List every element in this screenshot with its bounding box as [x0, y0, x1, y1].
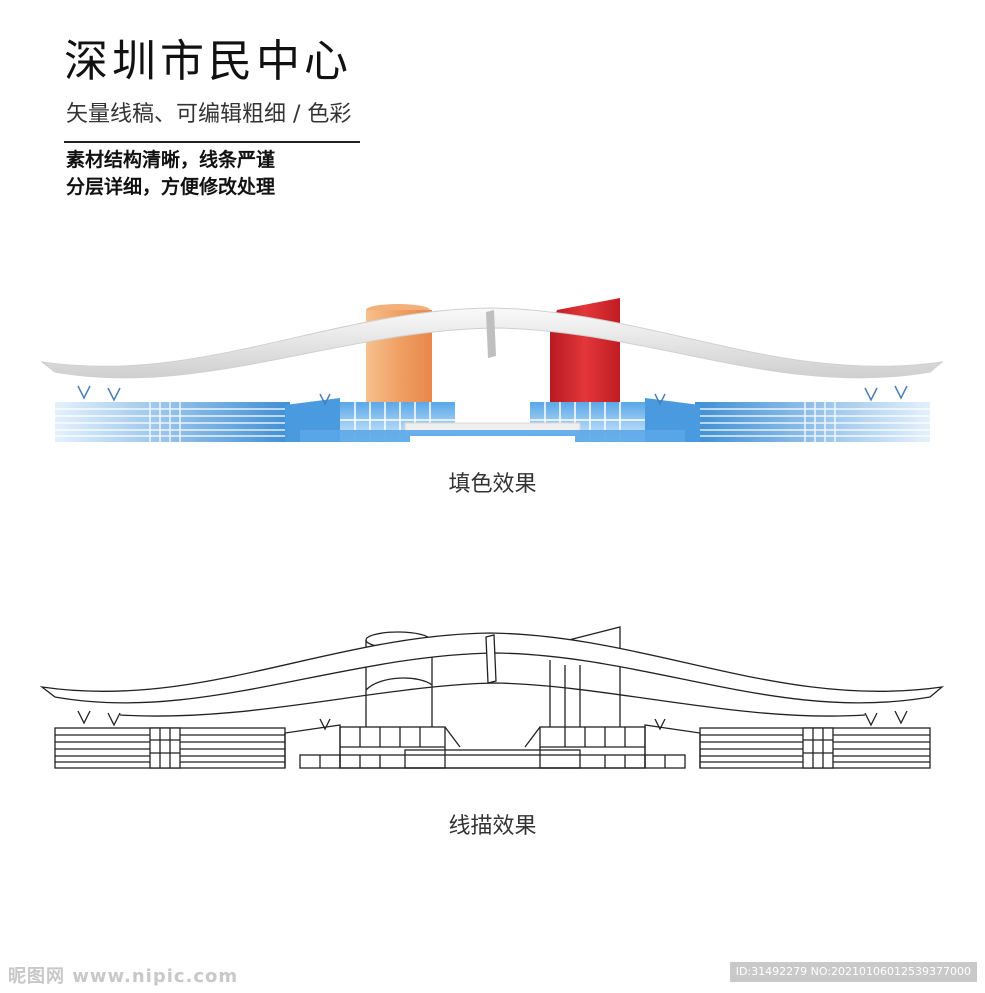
watermark-id: ID:31492279 NO:20210106012539377000: [729, 962, 977, 982]
central-podium: [285, 398, 700, 442]
left-glass-wing: [55, 402, 290, 442]
line-building-illustration: [39, 626, 945, 769]
description-line-1: 素材结构清晰，线条严谨: [66, 149, 276, 171]
line-podium: [284, 724, 701, 769]
line-right-wing: [699, 727, 931, 769]
watermark-left: 昵图网 www.nipic.com: [8, 966, 239, 987]
page-title: 深圳市民中心: [64, 36, 352, 87]
filled-building-illustration: [40, 298, 944, 442]
filled-caption: 填色效果: [448, 472, 537, 497]
roof-canopy: [40, 307, 944, 406]
page-subtitle: 矢量线稿、可编辑粗细 / 色彩: [66, 102, 352, 127]
divider: [64, 141, 360, 143]
line-roof: [39, 632, 945, 731]
line-caption: 线描效果: [448, 814, 537, 839]
right-glass-wing: [695, 402, 930, 442]
description-line-2: 分层详细，方便修改处理: [66, 176, 276, 198]
line-left-wing: [54, 727, 286, 769]
